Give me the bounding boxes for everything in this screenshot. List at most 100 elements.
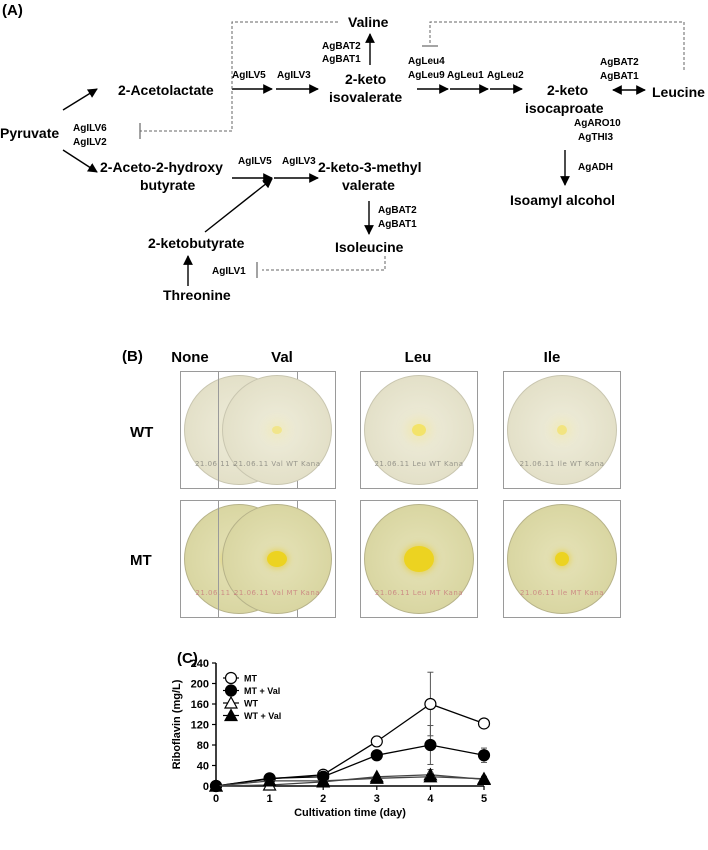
plate-mt-leu: 21.06.11 Leu MT Kana [360,500,478,618]
enzyme-aro10: AgARO10 [574,118,621,129]
isoleucine-label: Isoleucine [335,239,404,255]
data-point [477,749,491,762]
plate-note: 21.06.11 Ile MT Kana [520,589,604,597]
data-point [476,771,492,785]
enzyme-ilv6: AgILV6 [73,123,107,134]
feedback-valine-ilv6 [140,21,338,132]
panel-a: (A) Pyruvate 2-Acetolactate 2-Aceto-2-hy… [0,2,705,303]
enzyme-ilv5-a: AgILV5 [232,70,266,81]
enzyme-bat2-ile: AgBAT2 [378,205,417,216]
panel-b-label: (B) [122,348,143,365]
data-point [477,717,491,730]
legend-label: WT [244,699,258,709]
data-point [424,697,437,711]
pyruvate-label: Pyruvate [0,125,59,141]
plate-wt-ile: 21.06.11 Ile WT Kana [503,371,621,489]
x-tick-label: 2 [320,793,326,805]
column-val: Val [271,349,293,366]
data-point [262,773,277,787]
y-tick-label: 240 [191,658,209,670]
legend-label: WT + Val [244,711,281,721]
acetolactate-label: 2-Acetolactate [118,82,214,98]
valine-label: Valine [348,14,389,30]
plate-wt-val: 21.06.11 Val WT Kana [218,371,336,489]
data-point [424,738,437,752]
acetohydroxybutyrate-label-2: butyrate [140,177,195,193]
threonine-label: Threonine [163,287,231,303]
ketoisovalerate-label-1: 2-keto [345,71,386,87]
enzyme-bat1-ile: AgBAT1 [378,219,417,230]
plate-note: 21.06.11 Val WT Kana [233,460,321,468]
plate-wt-leu: 21.06.11 Leu WT Kana [360,371,478,489]
data-point [316,773,331,787]
enzyme-leu1: AgLeu1 [447,70,484,81]
enzyme-ilv3-b: AgILV3 [282,156,316,167]
panel-a-label: (A) [2,2,23,19]
ketoisovalerate-label-2: isovalerate [329,89,402,105]
feedback-isoleucine-ilv1 [262,256,386,271]
ketoisocaproate-label-2: isocaproate [525,100,604,116]
x-tick-label: 3 [374,793,380,805]
data-point [208,778,224,792]
enzyme-bat1-leu: AgBAT1 [600,71,639,82]
arrow-pyruvate-acetohydroxybutyrate [62,149,98,173]
enzyme-ilv2: AgILV2 [73,137,107,148]
panel-c-label: (C) [177,650,198,667]
y-tick-label: 120 [191,720,209,732]
enzyme-ilv3-a: AgILV3 [277,70,311,81]
legend-marker [224,671,238,685]
series-line [215,776,485,787]
plate-mt-val: 21.06.11 Val MT Kana [218,500,336,618]
legend-label: MT [244,674,257,684]
enzyme-bat1-val: AgBAT1 [322,54,361,65]
legend-marker [224,684,238,697]
y-tick-label: 80 [197,740,209,752]
data-point [370,735,383,748]
legend-marker [223,695,239,709]
legend-label: MT + Val [244,686,280,696]
enzyme-leu9: AgLeu9 [408,70,445,81]
y-tick-label: 0 [203,781,209,793]
arrow-ketobutyrate-junction [204,178,273,233]
plate-note: 21.06.11 Val MT Kana [233,589,321,597]
row-wt: WT [130,424,153,441]
column-none: None [171,349,209,366]
y-tick-label: 200 [191,679,209,691]
plate-note: 21.06.11 Ile WT Kana [519,460,605,468]
enzyme-ilv5-b: AgILV5 [238,156,272,167]
data-point [423,769,438,783]
enzyme-adh: AgADH [578,162,613,173]
plate-mt-ile: 21.06.11 Ile MT Kana [503,500,621,618]
isoamyl-alcohol-label: Isoamyl alcohol [510,192,615,208]
ketoisocaproate-label-1: 2-keto [547,82,588,98]
leucine-label: Leucine [652,84,705,100]
enzyme-bat2-val: AgBAT2 [322,41,361,52]
data-point [370,749,383,762]
plate-note: 21.06.11 Leu MT Kana [374,589,464,597]
ketomethylvalerate-label-2: valerate [342,177,395,193]
enzyme-leu2: AgLeu2 [487,70,524,81]
x-axis-label: Cultivation time (day) [294,807,406,819]
y-tick-label: 40 [197,761,209,773]
arrow-pyruvate-acetolactate [62,88,98,111]
x-tick-label: 4 [427,793,434,805]
ketobutyrate-label: 2-ketobutyrate [148,235,245,251]
row-mt: MT [130,552,152,569]
enzyme-thi3: AgTHI3 [578,132,613,143]
plate-note: 21.06.11 Leu WT Kana [374,460,464,468]
column-leu: Leu [405,349,432,366]
x-tick-label: 1 [267,793,273,805]
feedback-leucine-leu4 [429,21,685,70]
data-point [369,771,384,784]
acetohydroxybutyrate-label-1: 2-Aceto-2-hydroxy [100,159,223,175]
y-tick-label: 160 [191,699,209,711]
series-line [215,744,485,787]
panel-b: (B) None Val Leu Ile WT MT [122,348,560,569]
enzyme-ilv1: AgILV1 [212,266,246,277]
x-tick-label: 0 [213,793,219,805]
enzyme-leu4: AgLeu4 [408,56,445,67]
enzyme-bat2-leu: AgBAT2 [600,57,639,68]
ketomethylvalerate-label-1: 2-keto-3-methyl [318,159,421,175]
